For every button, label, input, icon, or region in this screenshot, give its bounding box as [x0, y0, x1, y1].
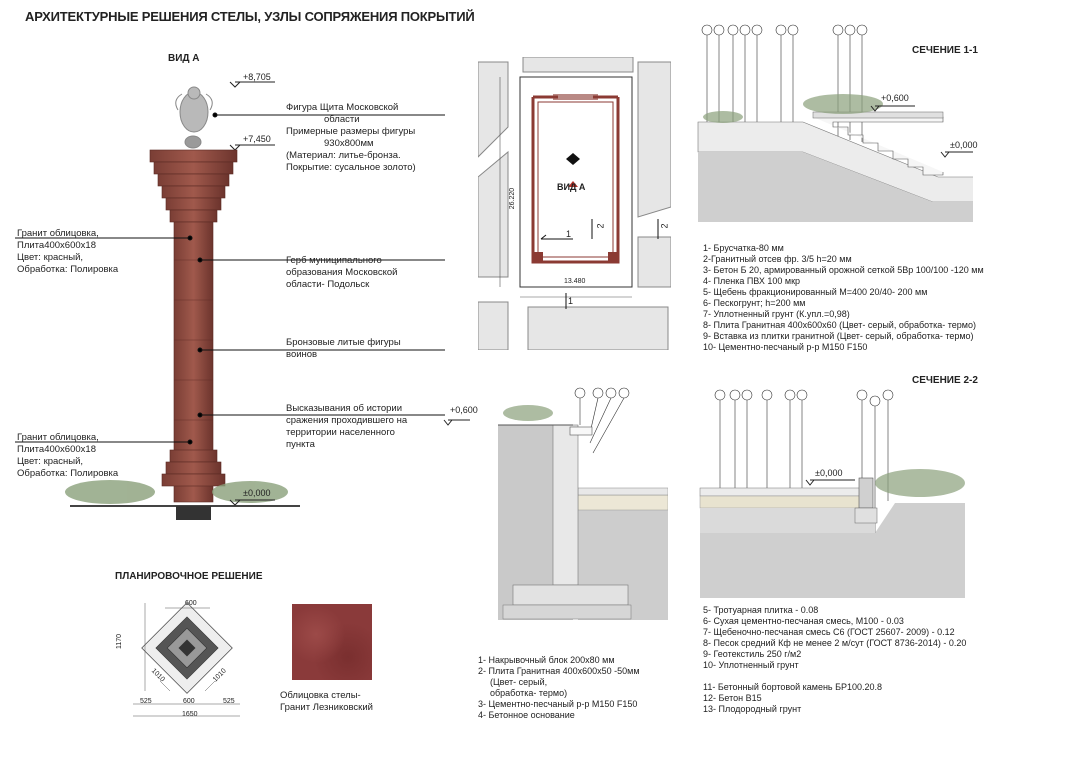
section-2-marker-right: 2	[659, 223, 670, 229]
section-2-marker: 2	[595, 223, 606, 229]
section-2-heading: СЕЧЕНИЕ 2-2	[912, 375, 978, 386]
level-top-label: +8,705	[243, 72, 271, 82]
stele-base	[161, 449, 226, 487]
legend-item: 4- Бетонное основание	[478, 710, 575, 720]
legend-item: 11- Бетонный бортовой камень БР100.20.8	[703, 682, 883, 692]
legend-item: 10- Уплотненный грунт	[703, 660, 799, 670]
legend-item: 8- Плита Гранитная 400х600х60 (Цвет- сер…	[703, 320, 976, 330]
plan-dim-vertical: 26.220	[509, 187, 517, 210]
legend-item: 1- Накрывочный блок 200х80 мм	[478, 655, 615, 665]
section-1-drawing	[697, 24, 973, 222]
legend-item: 12- Бетон В15	[703, 693, 762, 703]
level-marker-mid	[229, 144, 275, 151]
legend-item: 5- Щебень фракционированный М=400 20/40-…	[703, 287, 928, 297]
section-1-level-top: +0,600	[881, 93, 909, 103]
legend-item: обработка- термо)	[490, 688, 568, 698]
legend-item: 2- Плита Гранитная 400х600х50 -50мм	[478, 666, 640, 676]
legend-item: 5- Тротуарная плитка - 0.08	[703, 605, 819, 615]
legend-item: 9- Геотекстиль 250 г/м2	[703, 649, 802, 659]
legend-item: 1- Брусчатка-80 мм	[703, 243, 784, 253]
legend-item: 4- Пленка ПВХ 100 мкр	[703, 276, 801, 286]
dim-bottom-b: 600	[183, 698, 195, 705]
shield-figure	[175, 86, 213, 149]
legend-item: 2-Гранитный отсев фр. 3/5 h=20 мм	[703, 254, 852, 264]
dim-total: 1650	[182, 711, 198, 718]
legend-item: (Цвет- серый,	[490, 677, 548, 687]
legend-item: 10- Цементно-песчаный р-р М150 F150	[703, 342, 868, 352]
legend-item: 8- Песок средний Кф не менее 2 м/сут (ГО…	[703, 638, 967, 648]
drawing-title: АРХИТЕКТУРНЫЕ РЕШЕНИЯ СТЕЛЫ, УЗЛЫ СОПРЯЖ…	[25, 9, 475, 24]
level-right-label: +0,600	[450, 405, 478, 415]
plan-view-label: ВИД А	[557, 182, 586, 192]
section-1-legend: 1- Брусчатка-80 мм 2-Гранитный отсев фр.…	[703, 243, 984, 353]
swatch-caption: Облицовка стелы- Гранит Лезниковский	[280, 690, 373, 713]
site-plan	[478, 57, 671, 350]
section-2-drawing	[699, 389, 965, 598]
planning-heading: ПЛАНИРОВОЧНОЕ РЕШЕНИЕ	[115, 571, 263, 582]
legend-item: 6- Сухая цементно-песчаная смесь, М100 -…	[703, 616, 904, 626]
planning-plan	[133, 602, 240, 717]
dim-bottom-c: 525	[223, 698, 235, 705]
legend-item: 9- Вставка из плитки гранитной (Цвет- се…	[703, 331, 974, 341]
section-1-heading: СЕЧЕНИЕ 1-1	[912, 45, 978, 56]
section-2-legend: 5- Тротуарная плитка - 0.08 6- Сухая цем…	[703, 605, 966, 715]
granite-swatch	[292, 604, 372, 680]
section-1-marker: 1	[566, 229, 572, 239]
plan-dim-horizontal: 13.480	[564, 278, 586, 285]
ground-plants	[65, 480, 288, 504]
level-marker-top	[229, 81, 275, 88]
dim-top: 600	[185, 600, 197, 607]
level-mid-label: +7,450	[243, 134, 271, 144]
dim-bottom-a: 525	[140, 698, 152, 705]
section-2-level: ±0,000	[815, 468, 843, 478]
view-a-heading: ВИД А	[168, 53, 200, 64]
legend-item: 7- Щебеночно-песчаная смесь С6 (ГОСТ 256…	[703, 627, 955, 637]
section-1-level-bottom: ±0,000	[950, 140, 978, 150]
legend-item: 6- Пескогрунт; h=200 мм	[703, 298, 806, 308]
stele-elevation	[15, 81, 470, 520]
legend-item: 7- Уплотненный грунт (К.упл.=0,98)	[703, 309, 850, 319]
section-1-marker-bottom: 1	[568, 296, 574, 306]
legend-item: 13- Плодородный грунт	[703, 704, 802, 714]
dim-left: 1170	[116, 633, 124, 650]
legend-item: 3- Цементно-песчаный р-р М150 F150	[478, 699, 638, 709]
legend-item: 3- Бетон Б 20, армированный орожной сетк…	[703, 265, 984, 275]
legend-item	[703, 671, 966, 682]
stele-capital	[149, 149, 238, 223]
foundation-legend: 1- Накрывочный блок 200х80 мм 2- Плита Г…	[478, 655, 640, 721]
foundation-section	[498, 387, 668, 620]
level-ground-label: ±0,000	[243, 488, 271, 498]
